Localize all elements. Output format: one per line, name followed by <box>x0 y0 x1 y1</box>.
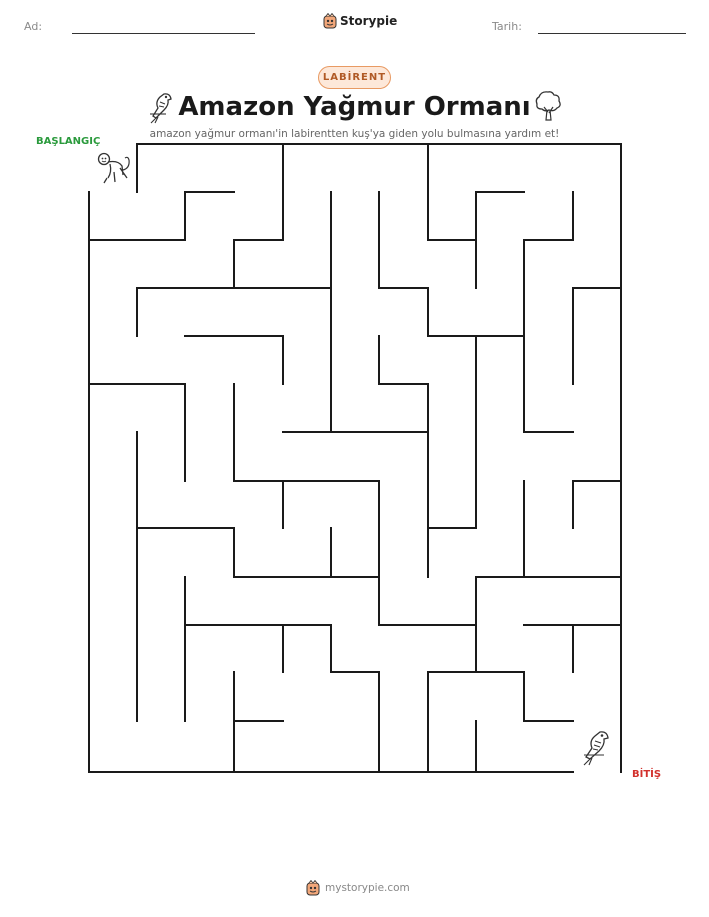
start-label: BAŞLANGIÇ <box>36 136 101 147</box>
parrot-icon <box>583 731 609 766</box>
monkey-icon <box>97 152 130 184</box>
footer: mystorypie.com <box>306 880 410 896</box>
date-line[interactable] <box>538 33 686 34</box>
brand-logo: Storypie <box>323 13 397 29</box>
labyrinth-badge: LABİRENT <box>318 66 391 89</box>
maze-outer-wall <box>88 143 622 773</box>
storypie-logo-icon <box>306 880 320 896</box>
storypie-logo-icon <box>323 13 337 29</box>
tree-icon <box>535 91 561 121</box>
name-label: Ad: <box>24 20 43 33</box>
footer-site: mystorypie.com <box>325 882 410 894</box>
date-label: Tarih: <box>492 20 522 33</box>
parrot-icon <box>150 93 172 124</box>
brand-name: Storypie <box>340 14 398 28</box>
name-line[interactable] <box>72 33 255 34</box>
page-title: Amazon Yağmur Ormanı <box>178 92 531 122</box>
end-label: BİTİŞ <box>632 769 662 780</box>
instructions: amazon yağmur ormanı'in labirentten kuş'… <box>149 128 560 140</box>
maze-inner-walls <box>88 143 622 773</box>
